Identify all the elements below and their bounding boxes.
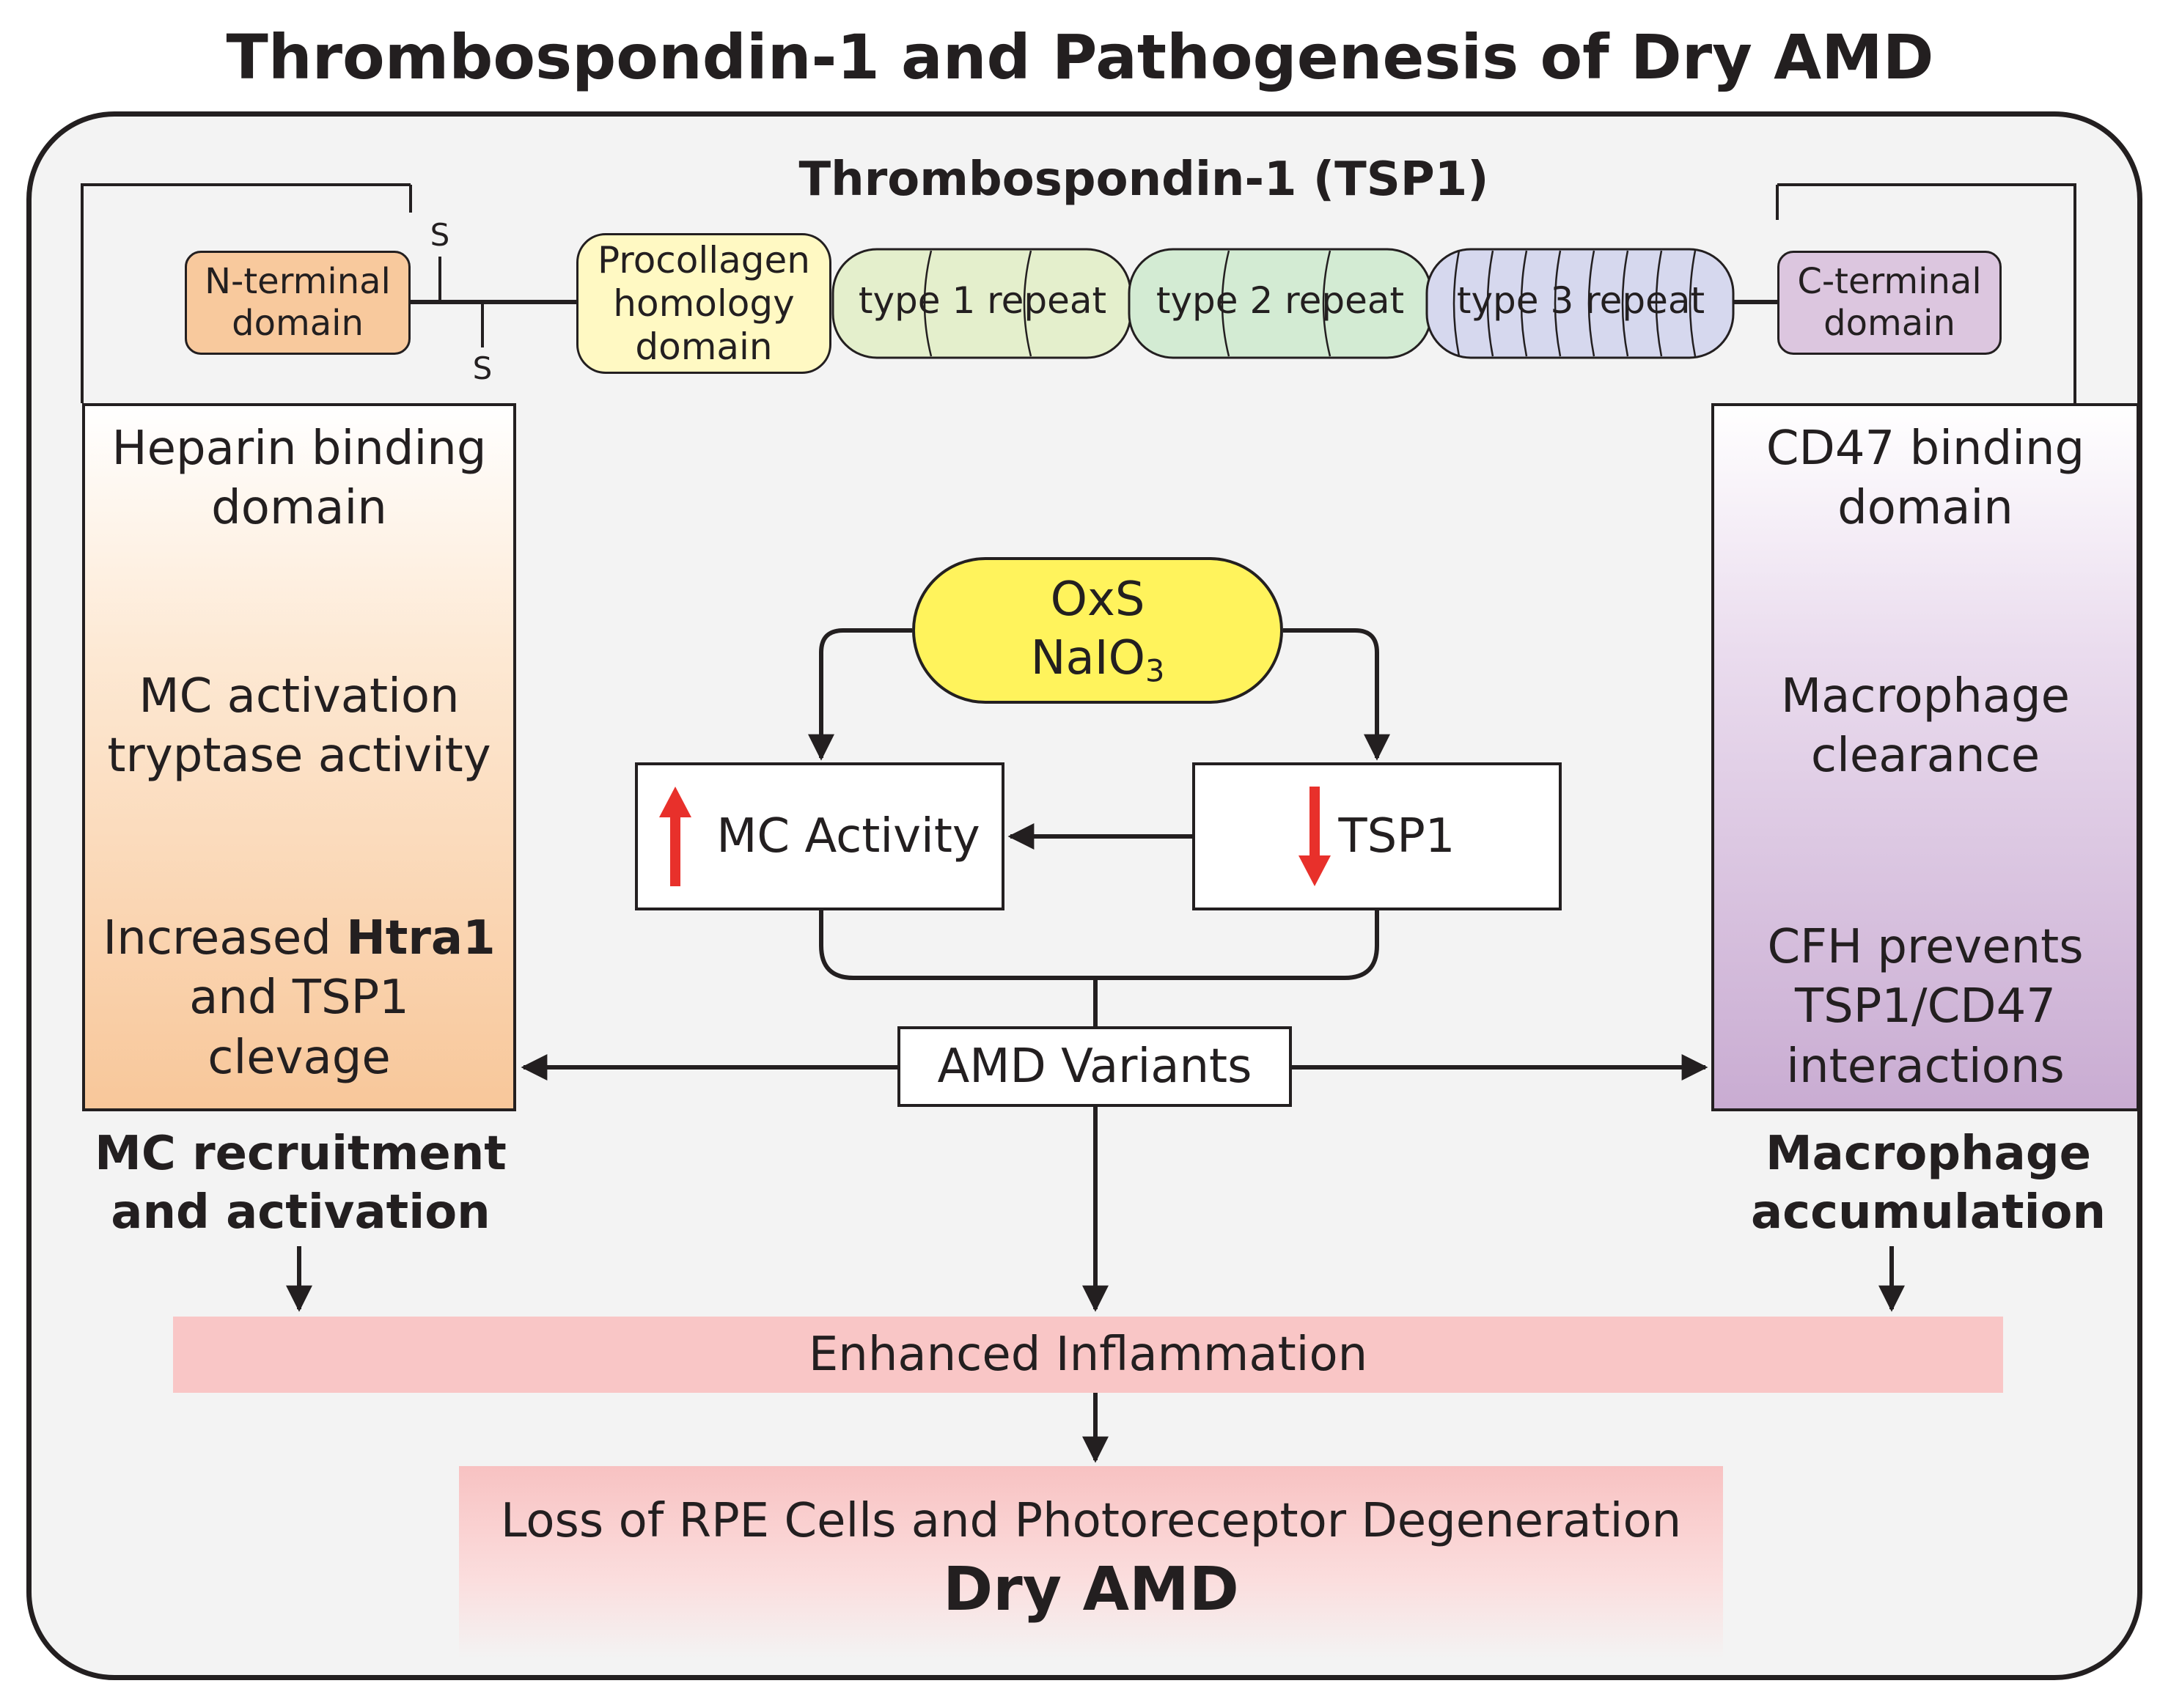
cfh-prevents: CFH prevents TSP1/CD47 interactions (1711, 915, 2139, 1100)
up-arrow-icon (659, 787, 692, 886)
macrophage-clearance-line1: Macrophage (1780, 669, 2071, 724)
heparin-line2: domain (211, 481, 387, 535)
oxs-label: OxS (1050, 573, 1145, 627)
increased-line3: clevage (207, 1030, 391, 1085)
n-terminal-line1: N-terminal (205, 261, 391, 303)
cd47-binding-domain: CD47 binding domain (1711, 416, 2139, 541)
cd47-line2: domain (1837, 481, 2013, 535)
disulfide-label-top: S (430, 216, 450, 253)
c-terminal-domain: C-terminal domain (1777, 251, 2002, 355)
mc-activation-line1: MC activation (139, 669, 460, 724)
mc-activation-line2: tryptase activity (107, 729, 491, 783)
n-terminal-line2: domain (232, 303, 364, 344)
dry-amd-box: Loss of RPE Cells and Photoreceptor Dege… (459, 1466, 1723, 1658)
htra1-label: Htra1 (346, 911, 496, 966)
arrow-oxs-to-mc (808, 628, 912, 761)
mc-recruitment-caption: MC recruitment and activation (66, 1122, 535, 1245)
right-panel (1711, 403, 2139, 1111)
arrow-oxs-to-tsp1 (1283, 628, 1390, 761)
mc-activity-box: MC Activity (635, 762, 1004, 910)
right-bracket (1777, 183, 2076, 403)
increased-htra1: Increased Htra1 and TSP1 clevage (82, 903, 516, 1094)
procollagen-homology-domain: Procollagen homology domain (576, 233, 831, 374)
down-arrow-icon (1298, 787, 1331, 886)
naio3-subscript: 3 (1145, 652, 1165, 689)
disulfide-label-bottom: S (472, 350, 493, 386)
protein-title: Thrombospondin-1 (TSP1) (798, 152, 1489, 207)
macrophage-clearance: Macrophage clearance (1711, 664, 2139, 789)
increased-line1: Increased Htra1 (103, 909, 495, 968)
oxs-naio3-node: OxS NaIO3 (912, 557, 1283, 704)
heparin-binding-domain: Heparin binding domain (82, 416, 516, 541)
procollagen-line3: domain (635, 325, 773, 368)
diagram-title: Thrombospondin-1 and Pathogenesis of Dry… (226, 21, 1934, 93)
naio3-base: NaIO (1030, 631, 1145, 686)
macrophage-clearance-line2: clearance (1810, 729, 2040, 783)
c-terminal-line1: C-terminal (1797, 261, 1982, 303)
amd-variants-box: AMD Variants (897, 1026, 1292, 1107)
converge-bracket (819, 910, 1379, 980)
macrophage-accumulation-line2: accumulation (1750, 1185, 2106, 1240)
mc-activation: MC activation tryptase activity (82, 664, 516, 789)
mc-recruitment-line2: and activation (111, 1185, 491, 1240)
cfh-line3: interactions (1786, 1039, 2065, 1094)
tsp1-box: TSP1 (1192, 762, 1562, 910)
left-panel (82, 403, 516, 1111)
type-3-repeat-shape (1425, 248, 1735, 359)
tsp1-label: TSP1 (1338, 809, 1455, 864)
mc-activity-label: MC Activity (716, 809, 980, 864)
macrophage-accumulation-line1: Macrophage (1765, 1127, 2092, 1181)
dry-amd-label: Dry AMD (943, 1555, 1239, 1625)
loss-of-rpe-label: Loss of RPE Cells and Photoreceptor Dege… (500, 1494, 1682, 1549)
macrophage-accumulation-caption: Macrophage accumulation (1686, 1122, 2160, 1245)
cfh-line1: CFH prevents (1767, 920, 2084, 975)
left-bracket (81, 183, 411, 403)
cfh-line2: TSP1/CD47 (1795, 979, 2056, 1034)
type-1-repeat-label: type 1 repeat (858, 279, 1107, 322)
c-terminal-line2: domain (1823, 303, 1955, 344)
procollagen-line2: homology (613, 281, 795, 325)
heparin-line1: Heparin binding (111, 421, 487, 476)
type-3-repeat-label: type 3 repeat (1456, 279, 1705, 322)
type-2-repeat-label: type 2 repeat (1156, 279, 1405, 322)
procollagen-line1: Procollagen (597, 238, 810, 281)
enhanced-inflammation-bar: Enhanced Inflammation (173, 1317, 2003, 1393)
naio3-label: NaIO3 (1031, 629, 1165, 690)
increased-prefix: Increased (103, 911, 347, 966)
mc-recruitment-line1: MC recruitment (95, 1127, 507, 1181)
cd47-line1: CD47 binding (1766, 421, 2085, 476)
type-1-repeat-shape (831, 248, 1132, 359)
increased-line2: and TSP1 (189, 971, 409, 1026)
n-terminal-domain: N-terminal domain (185, 251, 411, 355)
